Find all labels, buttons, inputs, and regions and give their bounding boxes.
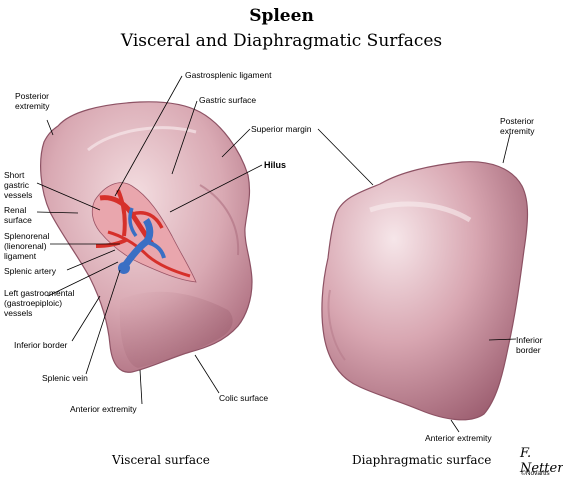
copyright-text: ©Novartis (521, 470, 550, 477)
diaphragmatic-surface-caption: Diaphragmatic surface (352, 453, 492, 467)
splenic-artery-label: Splenic artery (4, 266, 56, 276)
diagram-subtitle: Visceral and Diaphragmatic Surfaces (120, 31, 443, 51)
artist-signature: F. Netter (520, 446, 563, 476)
diaphragmatic-spleen (321, 161, 529, 421)
inferior-border-label-right: Inferior border (516, 335, 543, 355)
anterior-extremity-label-right: Anterior extremity (425, 433, 492, 443)
posterior-extremity-label-right: Posterior extremity (500, 116, 535, 136)
anterior-extremity-label-left: Anterior extremity (70, 404, 137, 414)
gastrosplenic-ligament-label: Gastrosplenic ligament (185, 70, 272, 80)
left-gastroomental-vessels-label: Left gastroomental (gastroepiploic) vess… (4, 288, 75, 318)
visceral-surface-caption: Visceral surface (112, 453, 210, 467)
inferior-border-label-left: Inferior border (14, 340, 68, 350)
diagram-title: Spleen (249, 6, 314, 26)
visceral-spleen (40, 101, 253, 373)
gastric-surface-label: Gastric surface (199, 95, 257, 105)
hilus-label: Hilus (264, 160, 287, 170)
posterior-extremity-label-left: Posterior extremity (15, 91, 50, 111)
renal-surface-label: Renal surface (4, 205, 32, 225)
splenic-vein-label: Splenic vein (42, 373, 88, 383)
leader-lines (36, 75, 517, 433)
colic-surface-label: Colic surface (219, 393, 269, 403)
superior-margin-label: Superior margin (251, 124, 312, 134)
splenorenal-ligament-label: Splenorenal (lienorenal) ligament (4, 231, 50, 261)
short-gastric-vessels-label: Short gastric vessels (4, 170, 33, 200)
